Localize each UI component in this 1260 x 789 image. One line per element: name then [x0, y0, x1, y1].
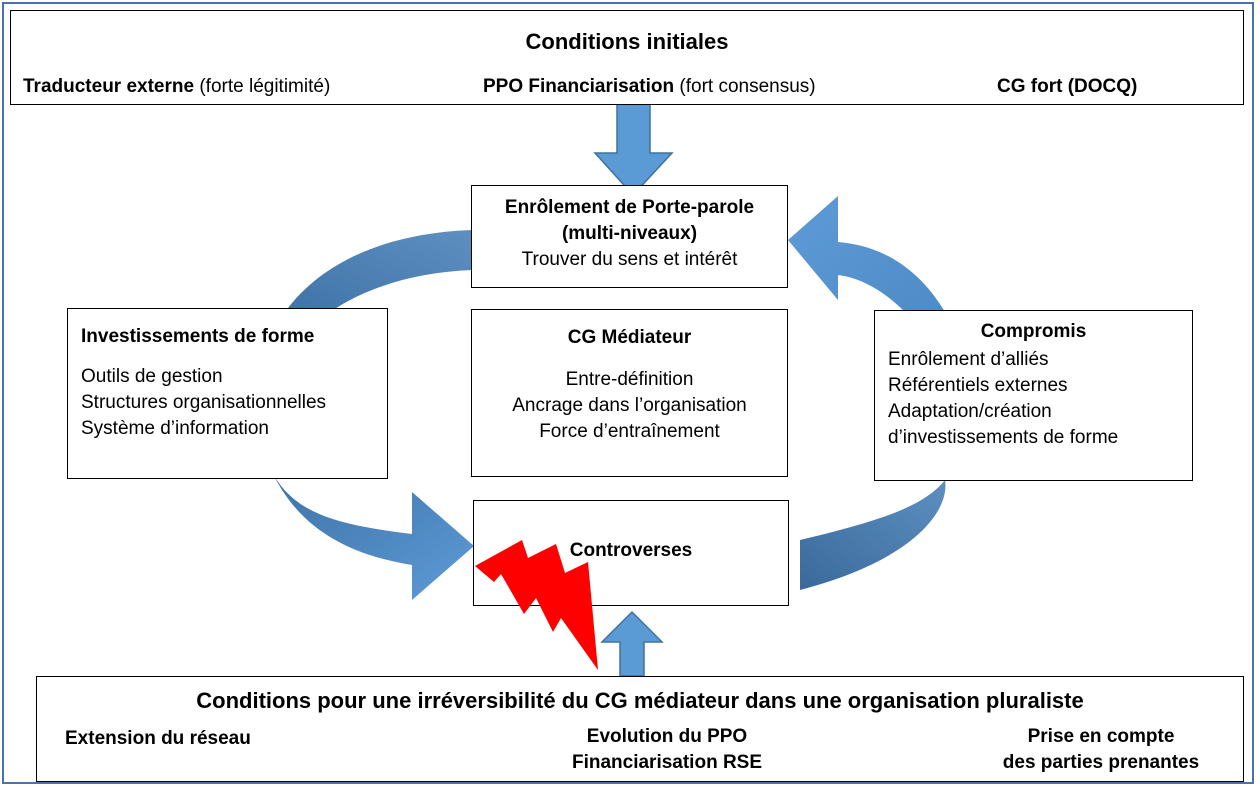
compromis-item: Adaptation/création — [888, 401, 1052, 422]
controverses-title: Controverses — [569, 540, 693, 561]
compromis-item: Enrôlement d’alliés — [888, 349, 1049, 370]
extension-reseau: Extension du réseau — [65, 728, 251, 749]
compromis-item: Référentiels externes — [888, 375, 1068, 396]
investissements-item: Système d’information — [81, 418, 269, 439]
mediateur-item: Entre-définition — [565, 369, 694, 390]
mediateur-title: CG Médiateur — [567, 327, 692, 348]
arrow-up-to-controverses — [600, 610, 664, 677]
mediateur-item: Force d’entraînement — [539, 421, 720, 442]
cycle-arrow-bottom-right — [800, 480, 946, 590]
mediateur-box: CG Médiateur Entre-définition Ancrage da… — [471, 309, 788, 477]
compromis-title: Compromis — [980, 321, 1087, 342]
financiarisation-rse: Financiarisation RSE — [571, 752, 763, 773]
irreversibility-title: Conditions pour une irréversibilité du C… — [196, 688, 1084, 713]
investissements-item: Structures organisationnelles — [81, 392, 327, 413]
initial-conditions-title: Conditions initiales — [525, 29, 729, 54]
parties-prenantes: des parties prenantes — [1002, 752, 1200, 773]
irreversibility-conditions-box: Conditions pour une irréversibilité du C… — [36, 676, 1244, 782]
cycle-arrow-top-right — [788, 196, 945, 312]
compromis-box: Compromis Enrôlement d’alliés Référentie… — [874, 310, 1193, 481]
investissements-box: Investissements de forme Outils de gesti… — [67, 308, 388, 479]
mediateur-item: Ancrage dans l’organisation — [512, 395, 747, 416]
investissements-item: Outils de gestion — [81, 366, 223, 387]
enrolement-subtitle: (multi-niveaux) — [561, 223, 698, 244]
arrow-down-to-enrolement — [593, 103, 674, 197]
cycle-arrow-top-left — [285, 230, 472, 312]
cycle-arrow-bottom-left — [272, 472, 474, 600]
investissements-title: Investissements de forme — [81, 326, 315, 347]
initial-conditions-box: Conditions initiales Traducteur externe … — [10, 10, 1244, 105]
enrolement-description: Trouver du sens et intérêt — [521, 249, 738, 270]
ppo-financiarisation: PPO Financiarisation (fort consensus) — [483, 76, 816, 97]
cg-fort: CG fort (DOCQ) — [997, 76, 1138, 97]
compromis-item: d’investissements de forme — [888, 427, 1119, 448]
enrolement-box: Enrôlement de Porte-parole (multi-niveau… — [471, 185, 788, 288]
evolution-ppo: Evolution du PPO — [586, 726, 748, 747]
traducteur-externe: Traducteur externe (forte légitimité) — [23, 76, 331, 97]
enrolement-title: Enrôlement de Porte-parole — [504, 197, 755, 218]
controverses-box: Controverses — [473, 500, 789, 606]
prise-en-compte: Prise en compte — [1027, 726, 1175, 747]
